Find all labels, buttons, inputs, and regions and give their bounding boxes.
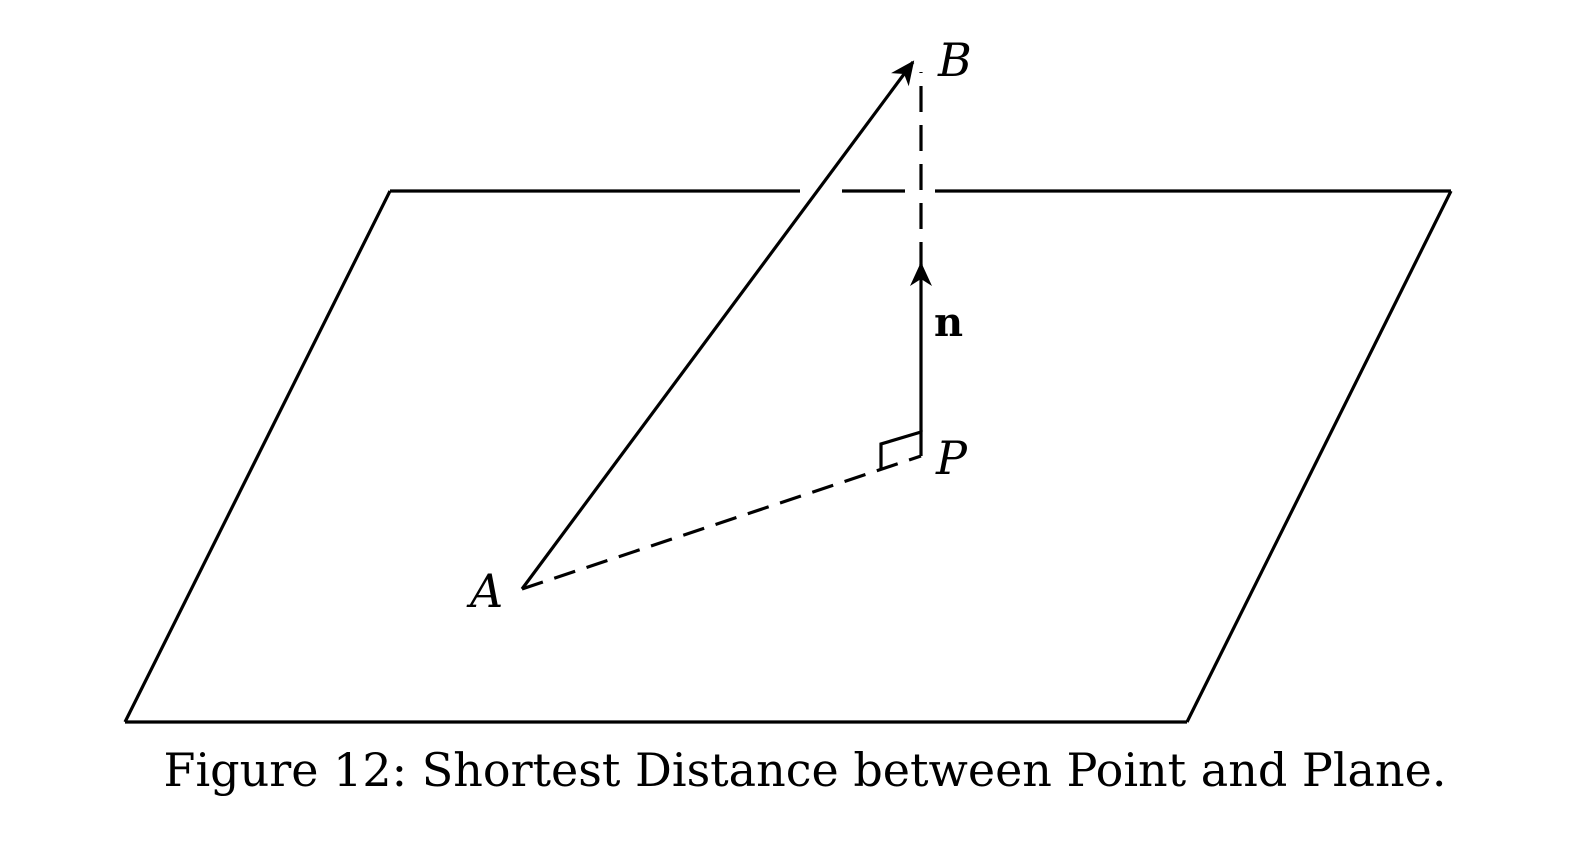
vector-ab-arrow <box>520 60 915 590</box>
plane-left-edge <box>123 190 392 723</box>
label-point-a: A <box>466 564 503 618</box>
label-point-b: B <box>937 33 972 87</box>
figure-caption: Figure 12: Shortest Distance between Poi… <box>164 743 1447 797</box>
right-angle-marker <box>879 429 923 469</box>
plane-right-edge <box>1185 190 1453 723</box>
label-point-p: P <box>935 431 968 485</box>
label-normal-vector: n <box>934 299 963 346</box>
dashed-ap-line <box>521 454 922 591</box>
plane <box>123 189 1453 724</box>
